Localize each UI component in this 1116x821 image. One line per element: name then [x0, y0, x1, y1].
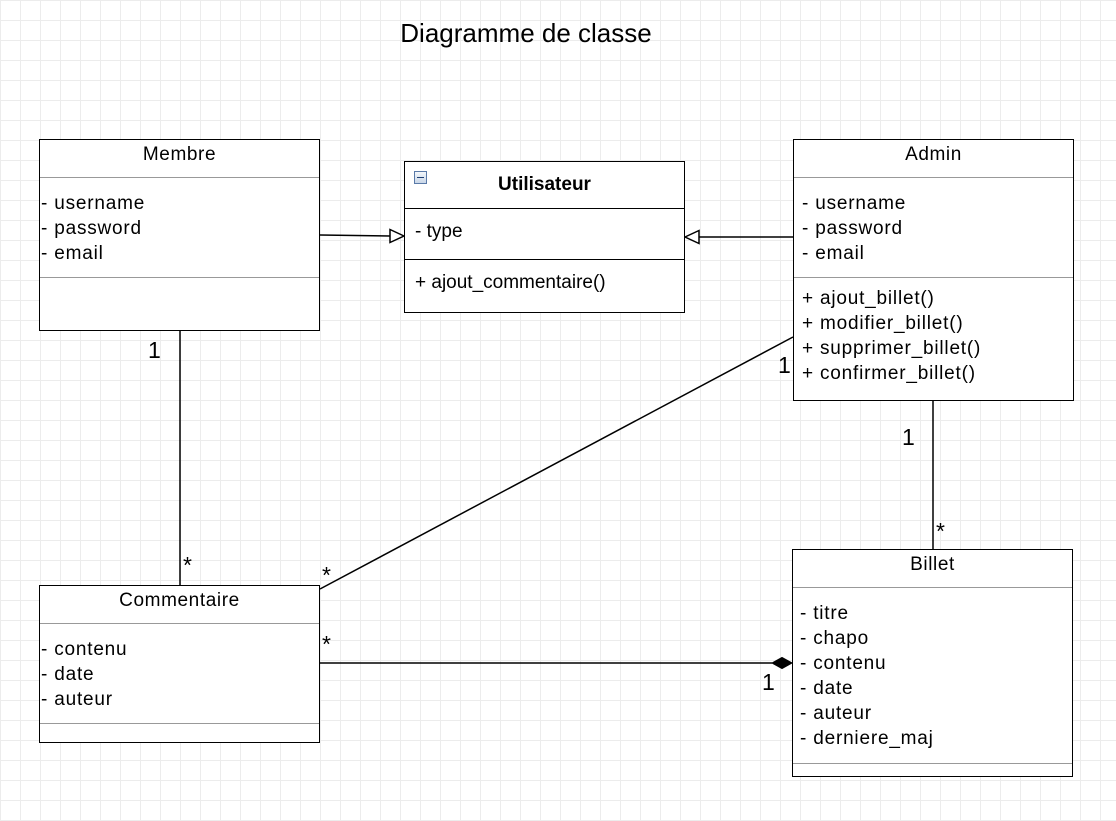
- multiplicity-admin-end: 1: [778, 352, 791, 378]
- class-commentaire[interactable]: Commentaire - contenu - date - auteur: [39, 585, 320, 743]
- class-name: Admin: [794, 140, 1073, 178]
- operations-section: + ajout_commentaire(): [405, 260, 684, 295]
- class-name-header: Utilisateur: [405, 162, 684, 209]
- multiplicity-billet-end: 1: [762, 669, 775, 695]
- operations-section: + ajout_billet() + modifier_billet() + s…: [794, 278, 1073, 386]
- multiplicity-billet-end: *: [936, 518, 945, 544]
- multiplicity-admin-end: 1: [902, 424, 915, 450]
- attributes-section: - username - password - email: [794, 178, 1073, 278]
- membre-generalization-arrowhead: [389, 228, 406, 244]
- admin-generalization-arrowhead: [683, 229, 700, 245]
- operation: + ajout_billet(): [802, 288, 935, 309]
- attribute: - contenu: [800, 653, 887, 674]
- attribute: - titre: [800, 603, 849, 624]
- multiplicity-commentaire-end: *: [322, 562, 331, 588]
- class-admin[interactable]: Admin - username - password - email + aj…: [793, 139, 1074, 401]
- attribute: - derniere_maj: [800, 728, 934, 749]
- class-billet[interactable]: Billet - titre - chapo - contenu - date …: [792, 549, 1073, 777]
- attributes-section: - contenu - date - auteur: [40, 624, 319, 724]
- attribute: - email: [802, 243, 865, 264]
- admin-commentaire-association-line[interactable]: [319, 336, 794, 590]
- attribute: - username: [802, 193, 907, 214]
- membre-utilisateur-generalization-line[interactable]: [319, 234, 391, 237]
- multiplicity-commentaire-end: *: [183, 552, 192, 578]
- attribute: - auteur: [41, 689, 113, 710]
- operation: + modifier_billet(): [802, 313, 964, 334]
- class-name: Commentaire: [40, 586, 319, 624]
- diagram-title: Diagramme de classe: [400, 18, 652, 48]
- attributes-section: - type: [405, 209, 684, 260]
- attribute: - chapo: [800, 628, 869, 649]
- class-membre[interactable]: Membre - username - password - email: [39, 139, 320, 331]
- operation: + confirmer_billet(): [802, 363, 976, 384]
- operation: + ajout_commentaire(): [415, 272, 606, 293]
- attribute: - date: [41, 664, 95, 685]
- operation: + supprimer_billet(): [802, 338, 982, 359]
- attribute: - auteur: [800, 703, 872, 724]
- attribute: - type: [415, 221, 463, 242]
- class-name: Billet: [793, 550, 1072, 588]
- class-name: Membre: [40, 140, 319, 178]
- collapse-icon[interactable]: [414, 171, 427, 184]
- attribute: - password: [41, 218, 142, 239]
- multiplicity-commentaire-end: *: [322, 631, 331, 657]
- class-utilisateur[interactable]: Utilisateur - type + ajout_commentaire(): [404, 161, 685, 313]
- class-name: Utilisateur: [498, 174, 591, 195]
- multiplicity-membre-end: 1: [148, 337, 161, 363]
- attributes-section: - titre - chapo - contenu - date - auteu…: [793, 588, 1072, 764]
- attribute: - contenu: [41, 639, 128, 660]
- attribute: - username: [41, 193, 146, 214]
- attribute: - password: [802, 218, 903, 239]
- attribute: - email: [41, 243, 104, 264]
- attribute: - date: [800, 678, 854, 699]
- attributes-section: - username - password - email: [40, 178, 319, 278]
- composition-diamond: [770, 656, 794, 670]
